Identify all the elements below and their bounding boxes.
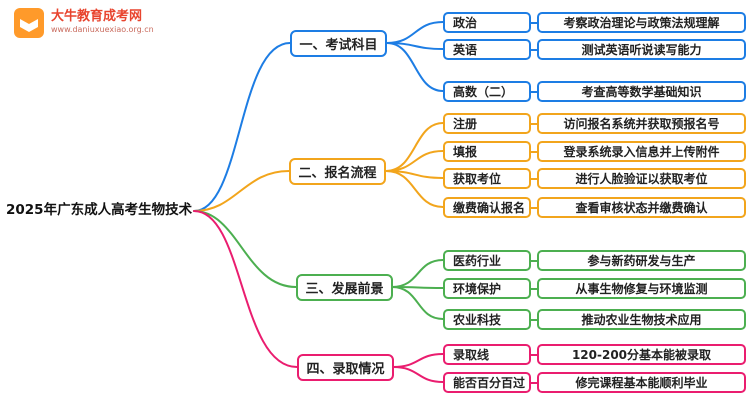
detail-node: 120-200分基本能被录取	[531, 344, 746, 365]
topic-node: 政治	[443, 12, 531, 33]
branch-node-exam-subjects: 一、考试科目	[290, 30, 387, 57]
topic-node: 能否百分百过	[443, 372, 531, 393]
logo-text: 大牛教育成考网 www.daniuxuexiao.org.cn	[51, 8, 154, 35]
detail-node: 查看审核状态并缴费确认	[531, 197, 746, 218]
connector-line	[385, 170, 444, 208]
topic-node: 高数（二）	[443, 81, 531, 102]
topic-node: 医药行业	[443, 250, 531, 271]
connector-line	[392, 366, 444, 383]
connector-line	[193, 210, 298, 368]
connector-line	[193, 42, 291, 212]
site-url: www.daniuxuexiao.org.cn	[51, 25, 154, 35]
branch-node-career-prospects: 三、发展前景	[296, 274, 393, 301]
topic-node: 录取线	[443, 344, 531, 365]
logo-icon	[14, 8, 44, 38]
topic-node: 填报	[443, 141, 531, 162]
detail-node: 进行人脸验证以获取考位	[531, 168, 746, 189]
connector-line	[391, 259, 444, 288]
topic-node: 环境保护	[443, 278, 531, 299]
detail-node: 考察政治理论与政策法规理解	[531, 12, 746, 33]
site-logo: 大牛教育成考网 www.daniuxuexiao.org.cn	[14, 8, 154, 38]
detail-node: 推动农业生物技术应用	[531, 309, 746, 330]
detail-node: 考查高等数学基础知识	[531, 81, 746, 102]
topic-node: 注册	[443, 113, 531, 134]
detail-node: 参与新药研发与生产	[531, 250, 746, 271]
detail-node: 访问报名系统并获取预报名号	[531, 113, 746, 134]
detail-node: 登录系统录入信息并上传附件	[531, 141, 746, 162]
site-name: 大牛教育成考网	[51, 9, 143, 24]
connector-line	[386, 21, 444, 44]
detail-node: 修完课程基本能顺利毕业	[531, 372, 746, 393]
topic-node: 农业科技	[443, 309, 531, 330]
connector-line	[385, 150, 444, 172]
central-topic: 2025年广东成人高考生物技术	[6, 202, 193, 218]
branch-node-admission-status: 四、录取情况	[297, 354, 394, 381]
branch-node-registration-process: 二、报名流程	[289, 158, 386, 185]
topic-node: 缴费确认报名	[443, 197, 531, 218]
detail-node: 测试英语听说读写能力	[531, 39, 746, 60]
connector-line	[193, 170, 290, 212]
topic-node: 获取考位	[443, 168, 531, 189]
topic-node: 英语	[443, 39, 531, 60]
connector-line	[385, 122, 444, 172]
detail-node: 从事生物修复与环境监测	[531, 278, 746, 299]
connector-line	[391, 286, 444, 320]
connector-line	[193, 210, 297, 288]
connector-line	[392, 353, 444, 368]
connector-line	[386, 42, 444, 92]
